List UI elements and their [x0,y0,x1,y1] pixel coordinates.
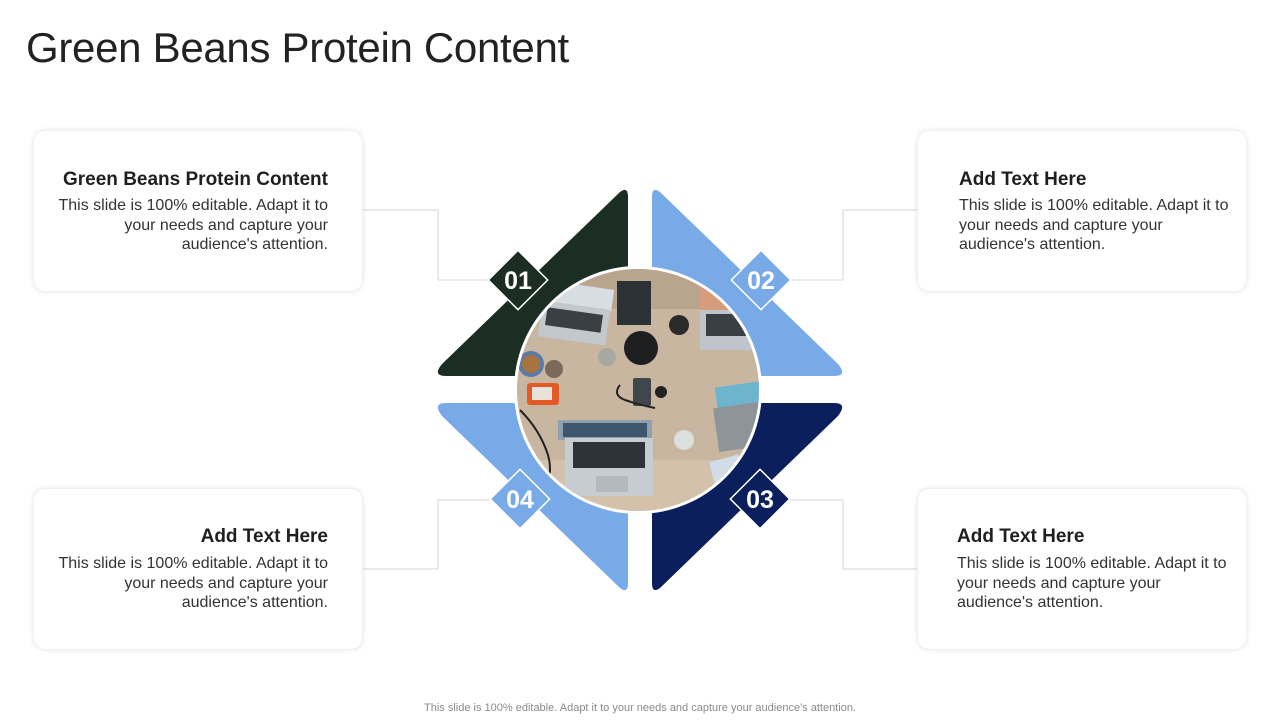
step-card-02-body: This slide is 100% editable. Adapt it to… [959,197,1229,253]
step-card-02-heading: Add Text Here [959,169,1087,190]
badge-03: 03 [729,468,791,530]
phone-icon [633,378,651,406]
slide-title: Green Beans Protein Content [26,24,569,71]
step-card-03: Add Text Here This slide is 100% editabl… [917,488,1247,650]
badge-01-label: 01 [504,267,532,295]
step-card-01: Green Beans Protein Content This slide i… [33,130,363,292]
step-card-04: Add Text Here This slide is 100% editabl… [33,488,363,650]
connector-lines [362,209,917,570]
badge-04: 04 [489,468,551,530]
badge-02-label: 02 [747,267,775,295]
step-card-02: Add Text Here This slide is 100% editabl… [917,130,1247,292]
connector-1 [362,209,490,281]
step-card-01-heading: Green Beans Protein Content [63,169,328,190]
notebook-icon [617,281,651,325]
badge-03-label: 03 [746,486,774,514]
laptop-icon [558,420,653,496]
step-card-03-body: This slide is 100% editable. Adapt it to… [957,555,1227,611]
connector-3 [790,499,917,570]
step-card-04-body: This slide is 100% editable. Adapt it to… [58,555,329,611]
glass-icon [674,430,694,450]
connector-2 [790,209,917,281]
connector-4 [362,499,490,570]
slide-footer: This slide is 100% editable. Adapt it to… [424,702,856,714]
step-card-03-heading: Add Text Here [957,526,1085,547]
teapot-icon [624,331,658,365]
step-card-01-body: This slide is 100% editable. Adapt it to… [58,197,329,253]
badge-02: 02 [730,249,792,311]
badge-04-label: 04 [506,486,534,514]
step-card-04-heading: Add Text Here [200,526,328,547]
laptop-icon [537,280,615,346]
badge-01: 01 [487,249,549,311]
